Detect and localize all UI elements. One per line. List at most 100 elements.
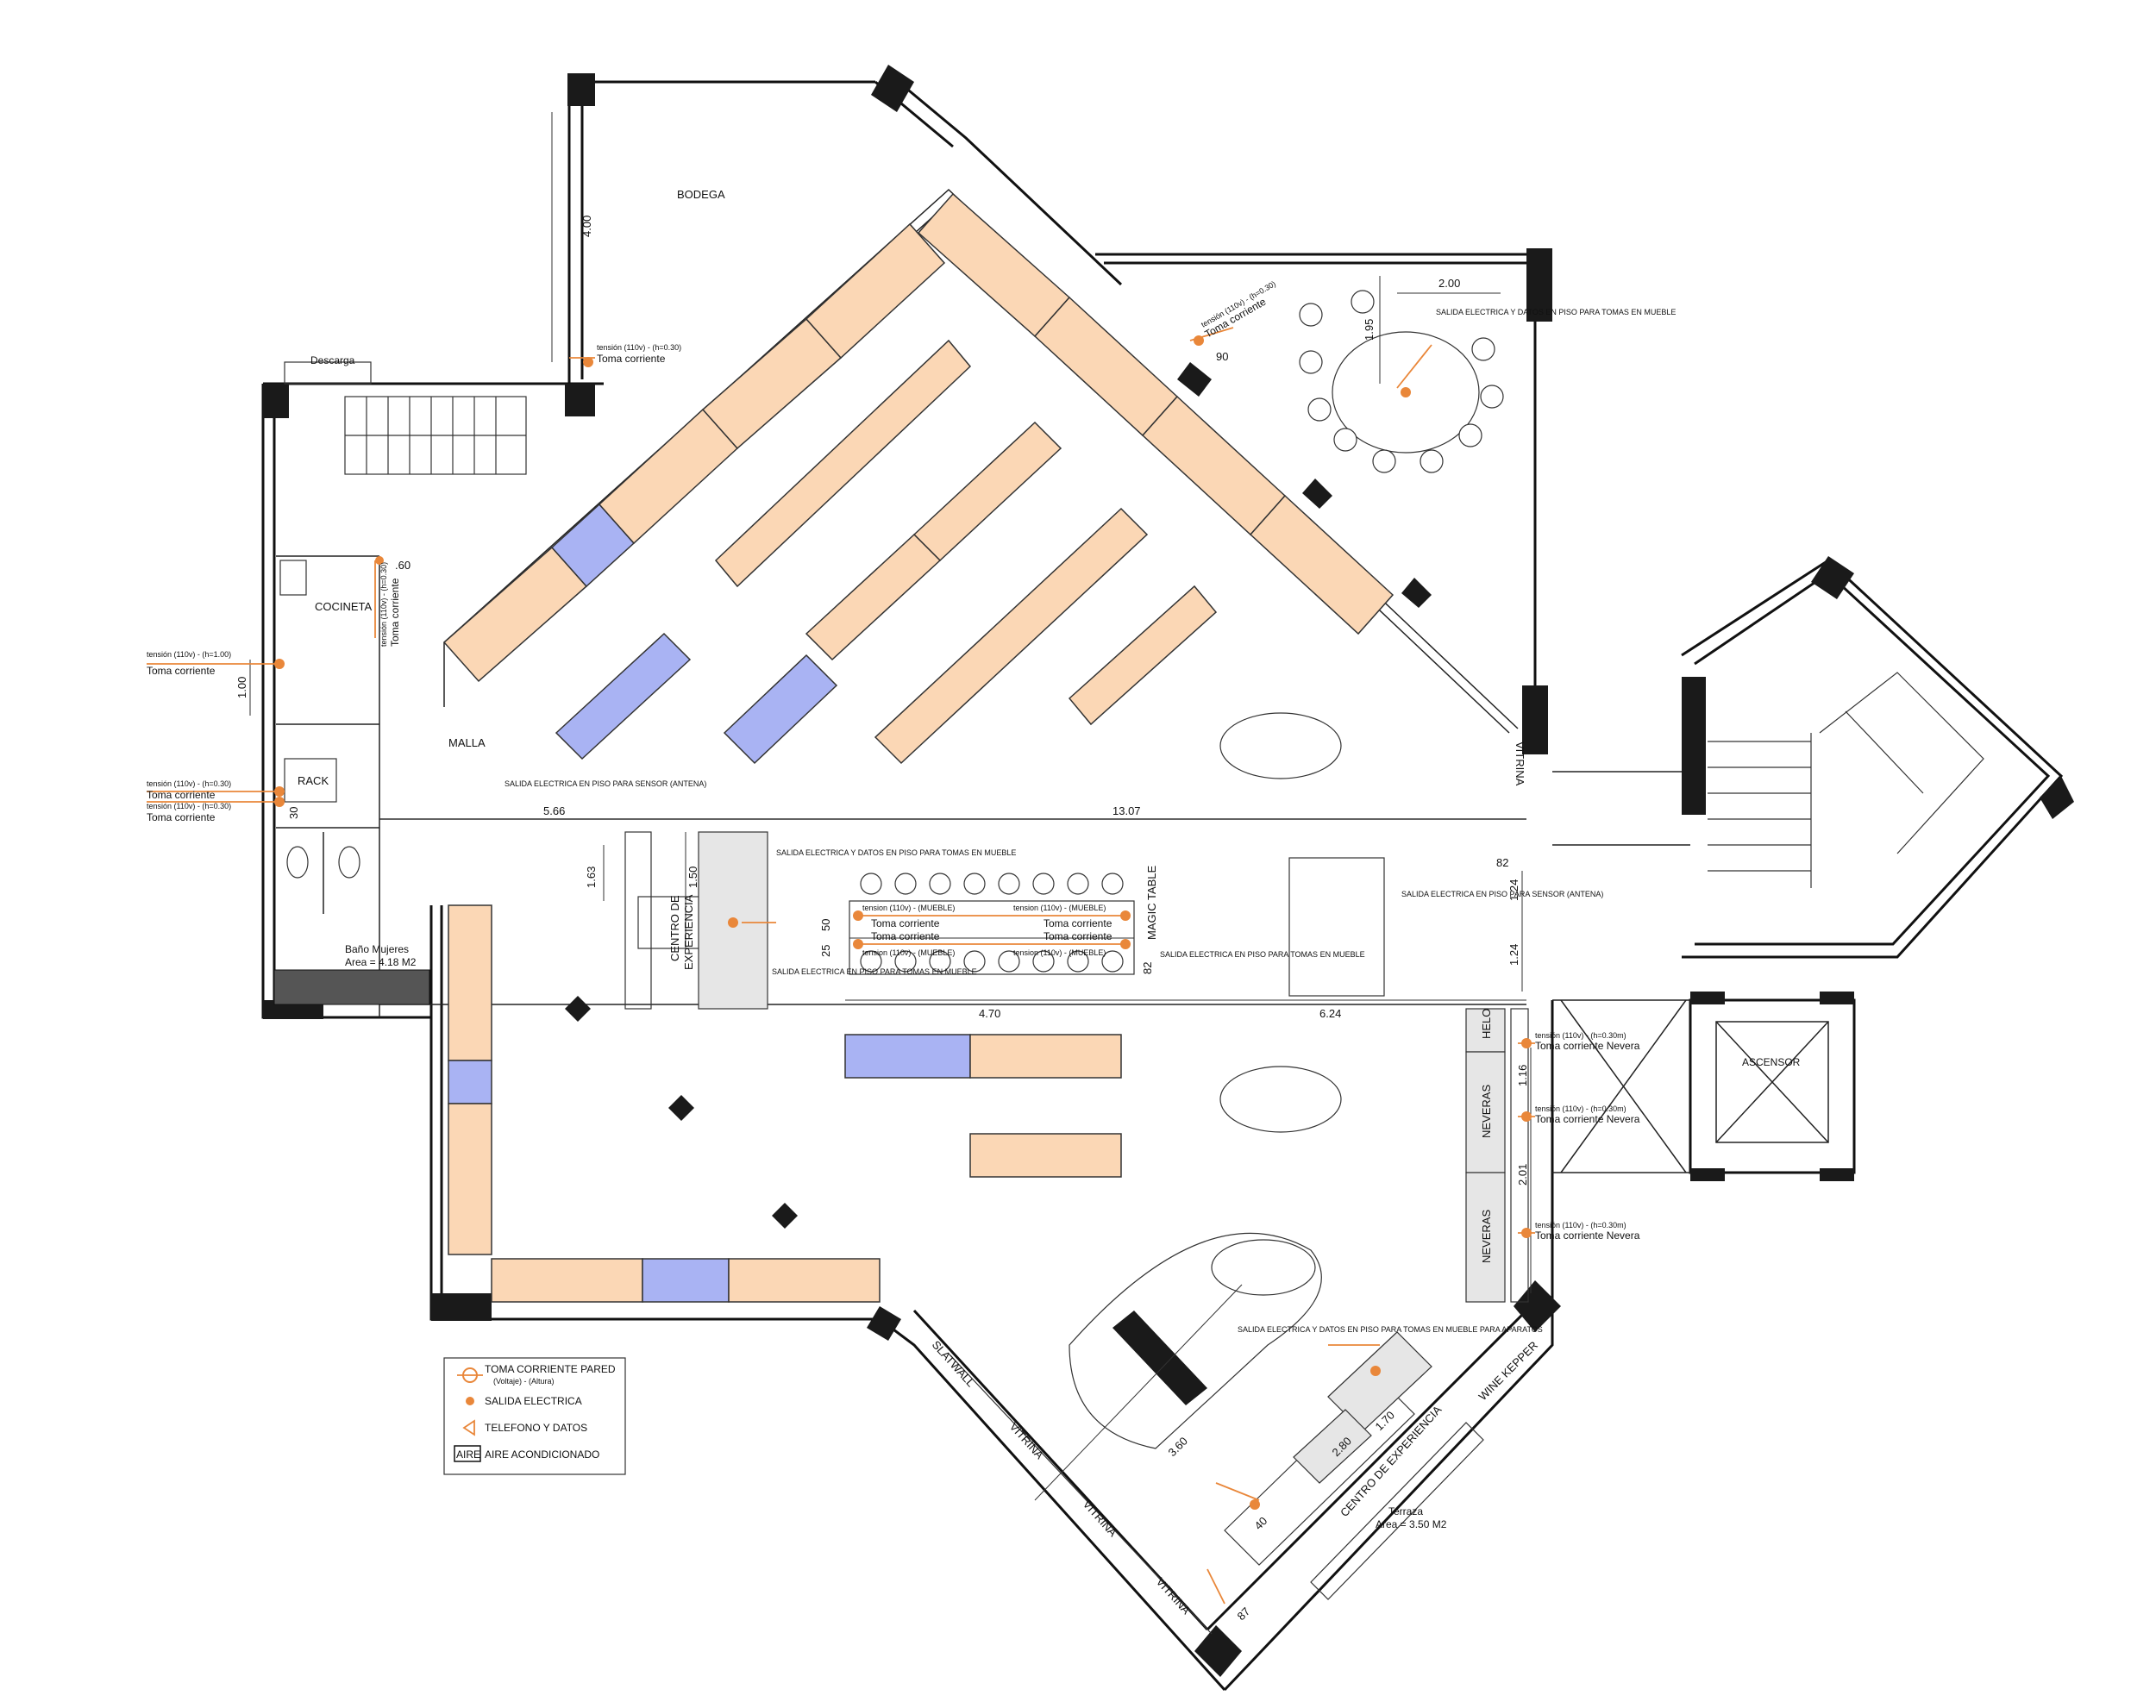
label-slatwall: SLATWALL (930, 1338, 978, 1389)
label-centro-left-1: CENTRO DE (668, 895, 681, 961)
label-terraza-title: Terraza (1388, 1505, 1423, 1517)
structural-columns (263, 65, 2074, 1677)
label-vitrina-2: VITRINA (1081, 1498, 1120, 1539)
dim-25: 25 (819, 945, 832, 957)
center-experience (624, 712, 1385, 1133)
label-bodega: BODEGA (677, 188, 725, 201)
dim-60: .60 (395, 559, 411, 572)
dim-5-66: 5.66 (543, 804, 565, 817)
dim-1-24-a: 1.24 (1507, 879, 1520, 901)
outlet-nevera-toma-1: Toma corriente Nevera (1535, 1040, 1640, 1052)
label-neveras-2: NEVERAS (1480, 1210, 1493, 1263)
outlet-rack-spec-1: tensión (110v) - (h=0.30) (147, 779, 231, 788)
dim-4-00: 4.00 (580, 216, 593, 237)
label-rack: RACK (298, 774, 329, 787)
label-centro-left-2: EXPERIENCIA (682, 894, 695, 970)
dim-4-70: 4.70 (979, 1007, 1000, 1020)
legend-item-3: TELEFONO Y DATOS (485, 1422, 587, 1434)
label-neveras-1: NEVERAS (1480, 1085, 1493, 1138)
outlet-island-spec-1: tension (110v) - (MUEBLE) (862, 904, 955, 912)
outlet-meeting-floor: SALIDA ELECTRICA Y DATOS EN PISO PARA TO… (1436, 308, 1676, 316)
legend-aire-tag: AIRE (456, 1448, 480, 1461)
right-refrigerators (1465, 1008, 1529, 1303)
chairs-bottom (860, 950, 1124, 973)
lower-angled-area (948, 1232, 1484, 1635)
service-rooms (273, 361, 527, 1017)
outlet-rack-toma-1: Toma corriente (147, 789, 216, 801)
dim-90: 90 (1216, 350, 1228, 363)
outlet-pasillo-spec: tensión (110v) - (h=0.30) (379, 562, 388, 647)
outlet-cocina-spec: tensión (110v) - (h=1.00) (147, 650, 231, 659)
dim-82-b: 82 (1141, 962, 1154, 974)
label-terraza-area: Area = 3.50 M2 (1376, 1518, 1447, 1530)
legend-item-1: TOMA CORRIENTE PARED (485, 1363, 616, 1375)
dimension-labels: 4.00 2.00 1.95 90 .60 1.00 30 5.66 13.07… (235, 216, 1529, 1623)
outlet-rack-spec-2: tensión (110v) - (h=0.30) (147, 802, 231, 810)
outlet-labels: tensión (110v) - (h=0.30) Toma corriente… (147, 279, 1676, 1334)
outlet-bodega-toma: Toma corriente (597, 353, 666, 365)
outlet-center-mueble: SALIDA ELECTRICA EN PISO PARA TOMAS EN M… (772, 967, 977, 976)
label-vitrina-3: VITRINA (1154, 1575, 1194, 1617)
dim-6-24: 6.24 (1319, 1007, 1341, 1020)
outlet-nevera-spec-2: tensión (110v) - (h=0.30m) (1535, 1104, 1626, 1113)
outlet-center-datos: SALIDA ELECTRICA Y DATOS EN PISO PARA TO… (776, 848, 1016, 857)
outlet-nevera-toma-2: Toma corriente Nevera (1535, 1113, 1640, 1125)
left-wall-shelving (448, 904, 1122, 1303)
dim-50: 50 (819, 919, 832, 931)
dim-1-50: 1.50 (686, 867, 699, 888)
outlet-island-spec-2: tension (110v) - (MUEBLE) (1013, 904, 1106, 912)
dimension-lines (249, 112, 1532, 1501)
dim-1-24-b: 1.24 (1507, 944, 1520, 966)
label-ascensor: ASCENSOR (1742, 1056, 1801, 1068)
diagonal-shelving-left (442, 222, 946, 683)
dim-30: 30 (287, 807, 300, 819)
outlet-nevera-toma-3: Toma corriente Nevera (1535, 1229, 1640, 1242)
label-malla: MALLA (448, 736, 486, 749)
label-bano-area: Area = 4.18 M2 (345, 956, 417, 968)
dim-1-16: 1.16 (1516, 1065, 1529, 1086)
legend-item-2: SALIDA ELECTRICA (485, 1395, 582, 1407)
dim-40: 40 (1252, 1514, 1270, 1532)
outlet-nevera-spec-3: tensión (110v) - (h=0.30m) (1535, 1221, 1626, 1229)
outlet-island-toma-3: Toma corriente (871, 930, 940, 942)
outlet-island-toma-4: Toma corriente (1044, 930, 1112, 942)
outlet-cocina-toma: Toma corriente (147, 665, 216, 677)
label-descarga: Descarga (310, 354, 355, 366)
stair-tower (1708, 672, 1984, 888)
label-cocineta: COCINETA (315, 600, 373, 613)
label-helo: HELO (1480, 1009, 1493, 1039)
outlet-sensor-left: SALIDA ELECTRICA EN PISO PARA SENSOR (AN… (505, 779, 706, 788)
legend-aire: AIRE AIRE ACONDICIONADO (454, 1445, 599, 1462)
dim-1-00: 1.00 (235, 677, 248, 698)
meeting-room (1299, 290, 1504, 473)
stair-upper-left (284, 361, 527, 475)
label-vitrina-right: VITRINA (1514, 741, 1526, 786)
dim-82-a: 82 (1496, 856, 1508, 869)
legend: TOMA CORRIENTE PARED (Voltaje) - (Altura… (443, 1357, 626, 1475)
outlet-island-toma-1: Toma corriente (871, 917, 940, 929)
outlet-pasillo-toma: Toma corriente (389, 578, 401, 647)
outlet-rack-toma-2: Toma corriente (147, 811, 216, 823)
label-bano-title: Baño Mujeres (345, 943, 409, 955)
legend-phone: TELEFONO Y DATOS (462, 1419, 587, 1436)
gondolas (555, 339, 1218, 765)
legend-item-4: AIRE ACONDICIONADO (485, 1448, 599, 1461)
outlet-lines (147, 327, 1535, 1605)
label-magic-table: MAGIC TABLE (1145, 865, 1158, 940)
outlet-nevera-spec-1: tensión (110v) - (h=0.30m) (1535, 1031, 1626, 1040)
outlet-island-spec-4: tension (110v) - (MUEBLE) (1013, 948, 1106, 957)
dim-3-60: 3.60 (1166, 1435, 1191, 1460)
outlet-symbols (274, 335, 1532, 1510)
diagonal-shelving-right (917, 192, 1395, 635)
dim-2-01: 2.01 (1516, 1164, 1529, 1186)
dim-1-95: 1.95 (1363, 319, 1376, 341)
dim-2-00: 2.00 (1438, 277, 1460, 290)
outlet-bodega-spec: tensión (110v) - (h=0.30) (597, 343, 681, 352)
outlet-table-mueble: SALIDA ELECTRICA EN PISO PARA TOMAS EN M… (1160, 950, 1365, 959)
dim-1-63: 1.63 (585, 867, 598, 888)
chairs-top (860, 873, 1124, 895)
legend-outlet-wall: TOMA CORRIENTE PARED (Voltaje) - (Altura… (457, 1363, 616, 1386)
outlet-sensor-right: SALIDA ELECTRICA EN PISO PARA SENSOR (AN… (1401, 890, 1603, 898)
outlet-island-toma-2: Toma corriente (1044, 917, 1112, 929)
